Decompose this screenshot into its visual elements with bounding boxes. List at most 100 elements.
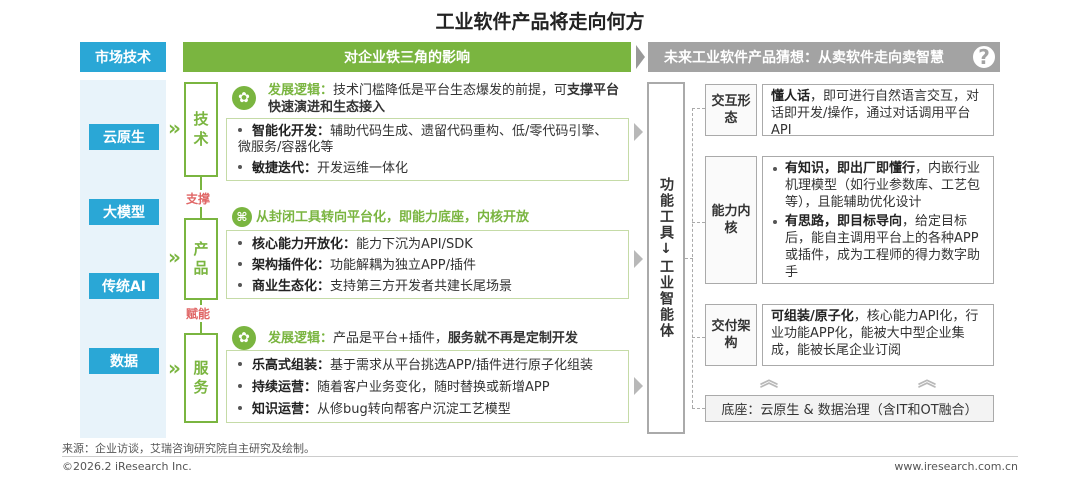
bullet-text: 从修bug转向帮客户沉淀工艺模型: [317, 402, 511, 417]
bullet-bold: 智能化开发：: [252, 124, 331, 139]
chevron-up-icon: ︽: [918, 370, 936, 391]
future-desc-bold: 有知识，即出厂即懂行: [785, 161, 916, 176]
source-note: 来源：企业访谈，艾瑞咨询研究院自主研究及绘制。: [62, 442, 315, 455]
arrow-right-icon: [634, 123, 643, 141]
future-desc-bold: 可组装/原子化: [771, 309, 854, 324]
pillar-service-char: 服: [193, 358, 209, 377]
product-heading-text: 从封闭工具转向平台化，即能力底座，内核开放: [256, 210, 530, 225]
pillar-tech: 技 术: [184, 82, 218, 177]
header-future: 未来工业软件产品猜想：从卖软件走向卖智慧 ?: [648, 42, 1000, 72]
future-base: 底座：云原生 & 数据治理（含IT和OT融合）: [705, 395, 994, 422]
page-title: 工业软件产品将走向何方: [435, 11, 645, 33]
pillar-service-char: 务: [193, 378, 209, 396]
future-desc-text: ，核心能力API化，行业功能APP化，能被大中型企业集成，能被长尾企业订阅: [771, 309, 979, 358]
future-desc-text: ，即可进行自然语言交互，对话即开发/操作，通过对话调用平台API: [771, 89, 980, 138]
copyright: ©2026.2 iResearch Inc.: [62, 460, 192, 473]
bullet-bold: 持续运营：: [252, 380, 318, 395]
future-desc-interaction: 懂人话，即可进行自然语言交互，对话即开发/操作，通过对话调用平台API: [762, 84, 994, 138]
header-arrow-icon: [636, 45, 645, 69]
bullet-bold: 敏捷迭代：: [252, 161, 318, 176]
product-heading: 从封闭工具转向平台化，即能力底座，内核开放: [256, 209, 626, 226]
bullet-dot: [238, 127, 242, 132]
bullet-text: 能力下沉为API/SDK: [356, 237, 473, 252]
tech-bullets-box: [226, 118, 629, 181]
dashed-connector: [692, 337, 705, 338]
future-desc-text: ，内嵌行业机理模型（如行业参数库、工艺包等），且能辅助优化设计: [785, 161, 981, 210]
list-item: 核心能力开放化：能力下沉为API/SDK: [238, 237, 618, 253]
brain-icon: ✿: [232, 86, 256, 110]
future-desc-delivery: 可组装/原子化，核心能力API化，行业功能APP化，能被大中型企业集成，能被长尾…: [762, 304, 994, 366]
future-label-interaction: 交互形态: [705, 84, 757, 136]
bullet-text: 支持第三方开发者共建长尾场景: [330, 279, 513, 294]
center-text: 功能工具↓工业智能体: [658, 177, 674, 339]
bullet-text: 辅助代码生成、遗留代码重构、低/零代码引擎、微服务/容器化等: [238, 124, 608, 155]
product-bullets-box: [226, 230, 629, 299]
tech-logic-text: 技术门槛降低是平台生态爆发的前提，可: [333, 83, 568, 98]
market-item-ai: 传统AI: [89, 273, 159, 299]
website-link[interactable]: www.iresearch.com.cn: [894, 460, 1018, 473]
bullet-dot: [238, 164, 242, 169]
tech-logic-label: 发展逻辑：: [268, 83, 334, 98]
header-future-text: 未来工业软件产品猜想：从卖软件走向卖智慧: [664, 50, 944, 66]
command-icon: ⌘: [232, 207, 252, 227]
future-desc-bold: 有思路，即目标导向: [785, 214, 903, 229]
bullet-bold: 核心能力开放化：: [252, 237, 357, 252]
chevron-up-icon: ︽: [760, 370, 778, 391]
list-item: 有知识，即出厂即懂行，内嵌行业机理模型（如行业参数库、工艺包等），且能辅助优化设…: [771, 160, 985, 211]
market-item-cloud: 云原生: [89, 124, 159, 150]
center-transform-box: 功能工具↓工业智能体: [647, 82, 685, 434]
header-market: 市场技术: [80, 42, 166, 72]
service-logic-label: 发展逻辑：: [268, 331, 334, 346]
support-label: 支撑: [186, 190, 211, 207]
bullet-dot: [238, 282, 242, 287]
dashed-connector: [692, 108, 705, 109]
future-desc-capability: 有知识，即出厂即懂行，内嵌行业机理模型（如行业参数库、工艺包等），且能辅助优化设…: [762, 156, 994, 284]
footer-divider: [62, 456, 1018, 457]
bullet-dot: [238, 240, 242, 245]
question-icon: ?: [971, 44, 997, 70]
bullet-dot: [238, 383, 242, 388]
service-logic-text: 产品是平台+插件，: [333, 331, 448, 346]
bullet-bold: 架构插件化：: [252, 258, 331, 273]
future-desc-bold: 懂人话: [771, 89, 811, 104]
dashed-connector: [692, 222, 705, 223]
arrow-right-icon: [634, 250, 643, 268]
future-desc-text: ，给定目标后，能自主调用平台上的各种APP或插件，成为工程师的得力数字助手: [785, 214, 981, 280]
list-item: 商业生态化：支持第三方开发者共建长尾场景: [238, 279, 618, 295]
bullet-dot: [238, 405, 242, 410]
bullet-text: 随着客户业务变化，随时替换或新增APP: [317, 380, 550, 395]
market-item-data: 数据: [89, 348, 159, 374]
chevron-right-icon: »: [168, 245, 181, 269]
service-logic: 发展逻辑：产品是平台+插件，服务就不再是定制开发: [268, 330, 623, 347]
tech-logic: 发展逻辑：技术门槛降低是平台生态爆发的前提，可支撑平台快速演进和生态接入: [268, 82, 623, 116]
market-item-llm: 大模型: [89, 199, 159, 225]
service-logic-bold: 服务就不再是定制开发: [447, 331, 578, 346]
list-item: 智能化开发：辅助代码生成、遗留代码重构、低/零代码引擎、微服务/容器化等: [238, 124, 618, 156]
header-impact: 对企业铁三角的影响: [183, 42, 631, 72]
bullet-dot: [238, 361, 242, 366]
chevron-right-icon: »: [168, 356, 181, 380]
bullet-text: 基于需求从平台挑选APP/插件进行原子化组装: [330, 358, 593, 373]
dashed-connector: [692, 408, 705, 409]
future-label-delivery: 交付架构: [705, 304, 757, 366]
future-label-capability: 能力内核: [705, 156, 757, 284]
list-item: 有思路，即目标导向，给定目标后，能自主调用平台上的各种APP或插件，成为工程师的…: [771, 213, 985, 281]
bullet-text: 开发运维一体化: [317, 161, 409, 176]
empower-label: 赋能: [186, 305, 211, 322]
list-item: 架构插件化：功能解耦为独立APP/插件: [238, 258, 618, 274]
list-item: 乐高式组装：基于需求从平台挑选APP/插件进行原子化组装: [238, 358, 618, 374]
pillar-product-char: 产: [193, 239, 209, 258]
bullet-text: 功能解耦为独立APP/插件: [330, 258, 476, 273]
tech-logic-bold: 支撑平台快速演进和生态接入: [268, 83, 620, 115]
list-item: 持续运营：随着客户业务变化，随时替换或新增APP: [238, 380, 618, 396]
bullet-bold: 商业生态化：: [252, 279, 331, 294]
pillar-product: 产 品: [184, 218, 218, 300]
bullet-bold: 知识运营：: [252, 402, 318, 417]
bullet-bold: 乐高式组装：: [252, 358, 331, 373]
arrow-right-icon: [634, 377, 643, 395]
service-bullets-box: [226, 350, 629, 423]
chevron-right-icon: »: [168, 116, 181, 140]
pillar-product-char: 品: [193, 259, 209, 277]
bullet-dot: [238, 261, 242, 266]
pillar-tech-char: 术: [193, 129, 209, 148]
